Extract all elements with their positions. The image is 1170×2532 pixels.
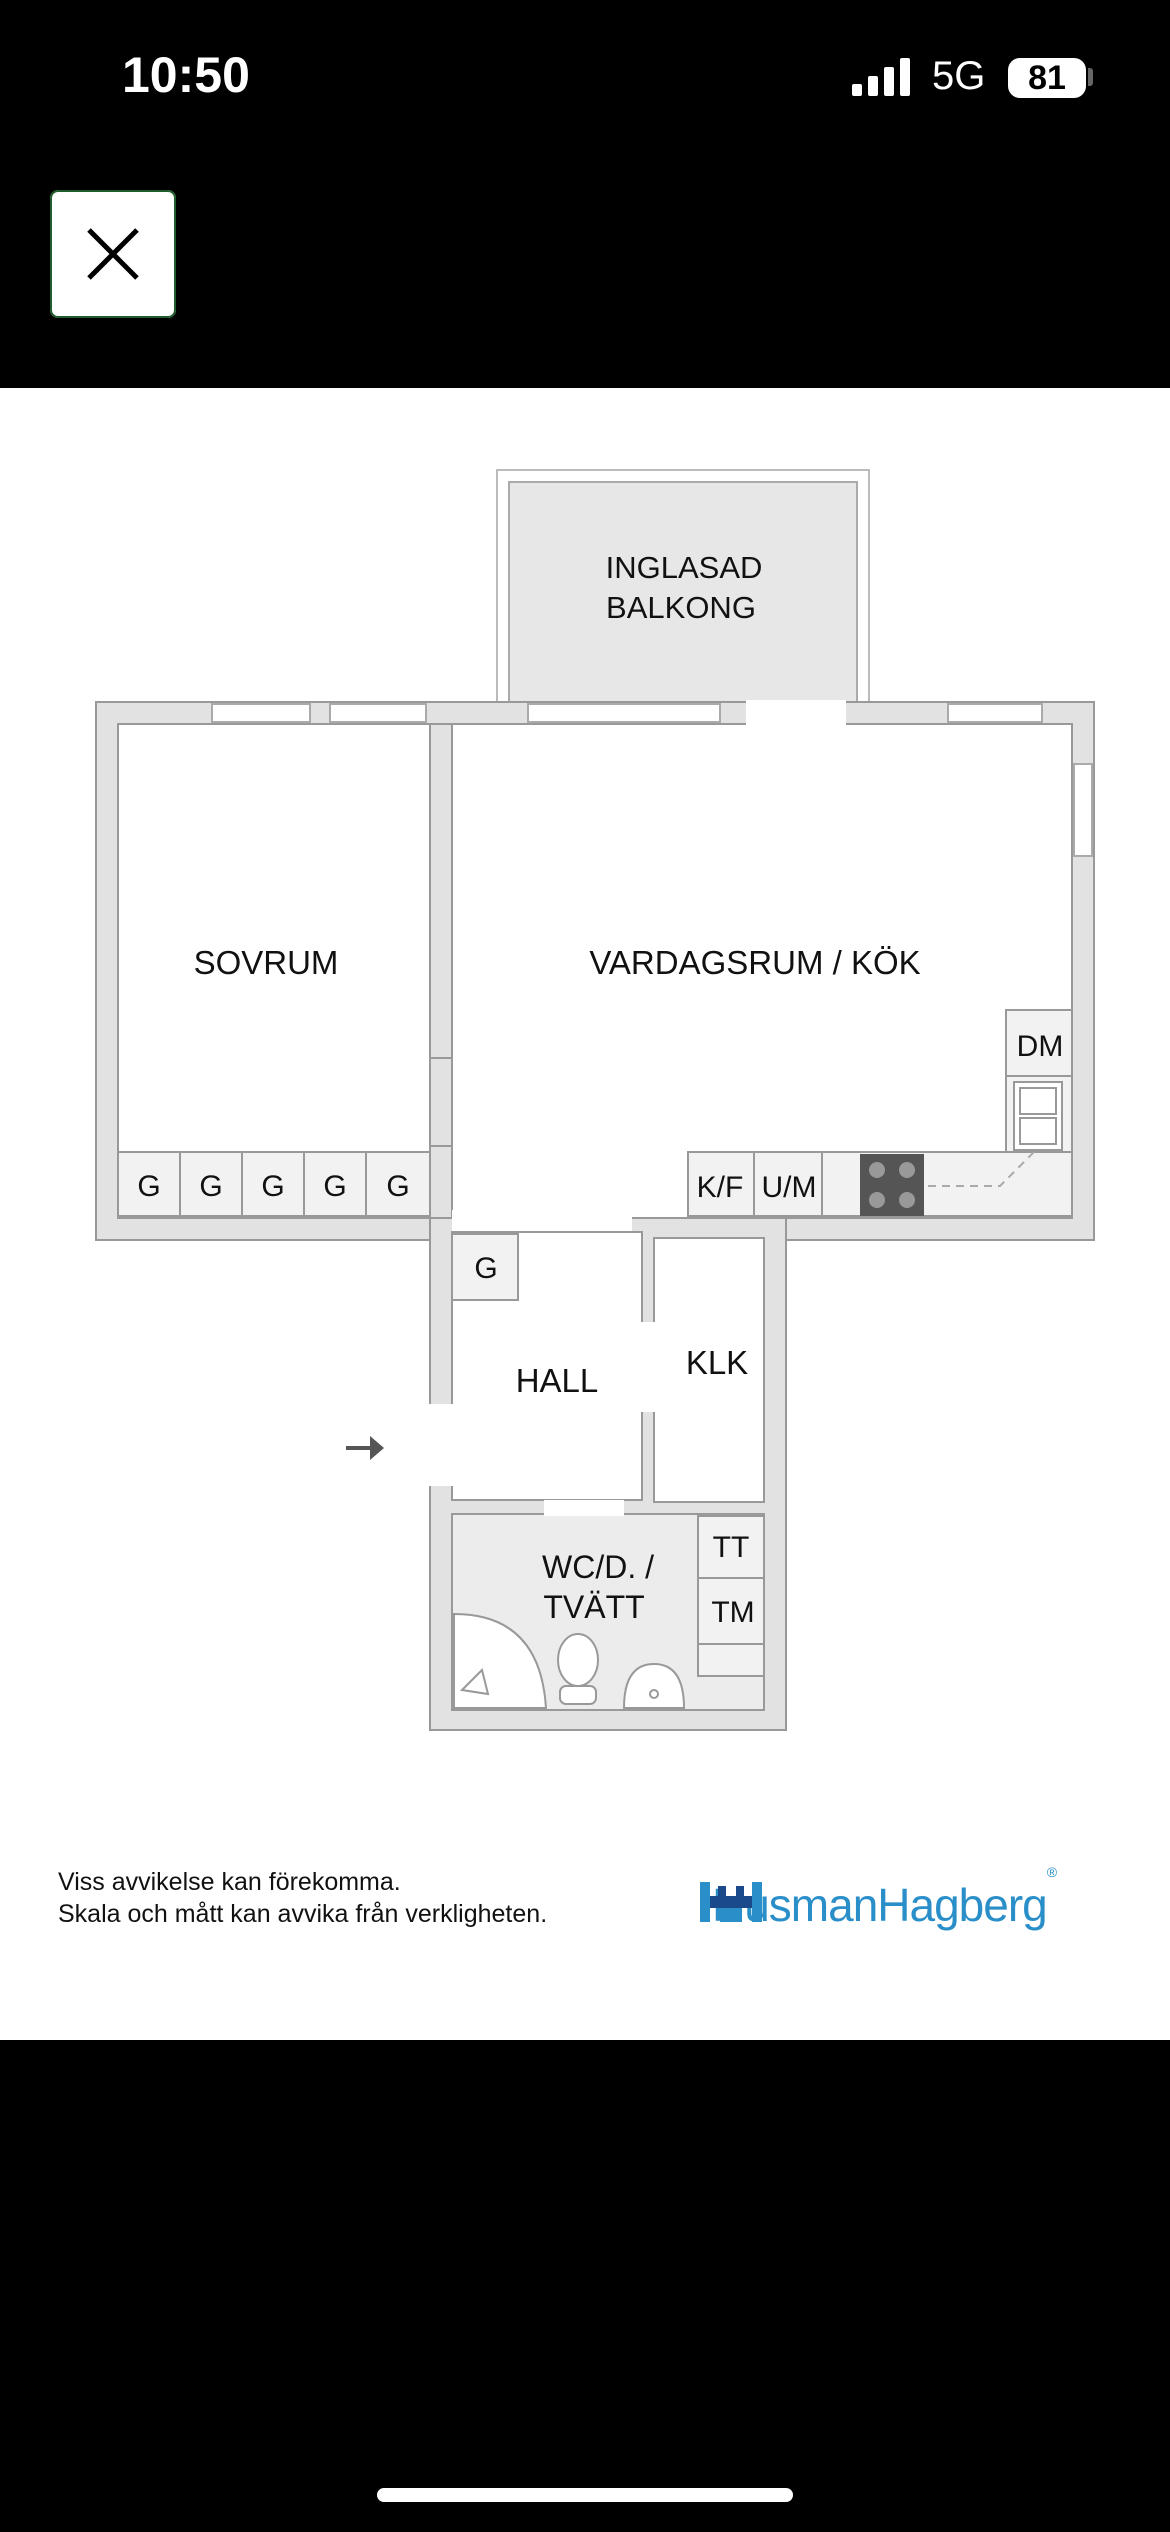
room-label-hall: HALL — [516, 1362, 599, 1399]
wardrobe-label: G — [137, 1170, 160, 1203]
battery-level: 81 — [1028, 59, 1066, 97]
washer-label: TM — [711, 1596, 754, 1629]
room-label-bath-1: WC/D. / — [542, 1549, 654, 1585]
signal-icon — [852, 58, 910, 96]
wardrobe-label: G — [386, 1170, 409, 1203]
wardrobe-label: G — [323, 1170, 346, 1203]
room-label-bedroom: SOVRUM — [194, 944, 339, 981]
brand-name-text: HusmanHagberg — [712, 1879, 1048, 1931]
floorplan-drawing: INGLASAD BALKONG SOVRUM VARDAGSRUM / KÖK… — [95, 469, 1095, 1731]
microwave-oven-label: U/M — [762, 1171, 817, 1204]
entrance-arrow-icon — [346, 1436, 384, 1460]
status-bar: 10:50 5G 81 — [0, 0, 1170, 150]
wardrobe-label: G — [199, 1170, 222, 1203]
battery-nub — [1088, 68, 1093, 86]
room-label-living: VARDAGSRUM / KÖK — [589, 944, 920, 981]
hall-wardrobe-label: G — [474, 1252, 497, 1285]
disclaimer-line-2: Skala och mått kan avvika från verklighe… — [58, 1900, 548, 1928]
wardrobe-row — [117, 1151, 431, 1217]
close-button[interactable] — [50, 190, 176, 318]
floorplan-image: INGLASAD BALKONG SOVRUM VARDAGSRUM / KÖK… — [0, 388, 1170, 2040]
battery-icon: 81 — [1008, 58, 1086, 98]
status-time: 10:50 — [122, 47, 250, 103]
wardrobe-label: G — [261, 1170, 284, 1203]
room-label-bath-2: TVÄTT — [543, 1589, 644, 1625]
room-label-balcony-1: INGLASAD — [606, 550, 763, 585]
disclaimer-line-1: Viss avvikelse kan förekomma. — [58, 1868, 401, 1896]
close-icon — [87, 228, 139, 280]
network-type: 5G — [932, 54, 986, 98]
dishwasher-label: DM — [1017, 1030, 1064, 1063]
home-indicator[interactable] — [377, 2488, 793, 2502]
brand-name: HusmanHagberg® — [712, 1864, 1057, 1932]
dryer-label: TT — [713, 1531, 750, 1564]
room-label-balcony-2: BALKONG — [606, 590, 756, 625]
brand-reg-mark: ® — [1046, 1864, 1057, 1880]
room-label-closet: KLK — [686, 1344, 748, 1381]
brand-logo-icon — [700, 1882, 762, 1922]
fridge-freezer-label: K/F — [697, 1171, 744, 1204]
brand-logo: HusmanHagberg® — [700, 1864, 1057, 1932]
disclaimer: Viss avvikelse kan förekomma. Skala och … — [58, 1866, 547, 1930]
